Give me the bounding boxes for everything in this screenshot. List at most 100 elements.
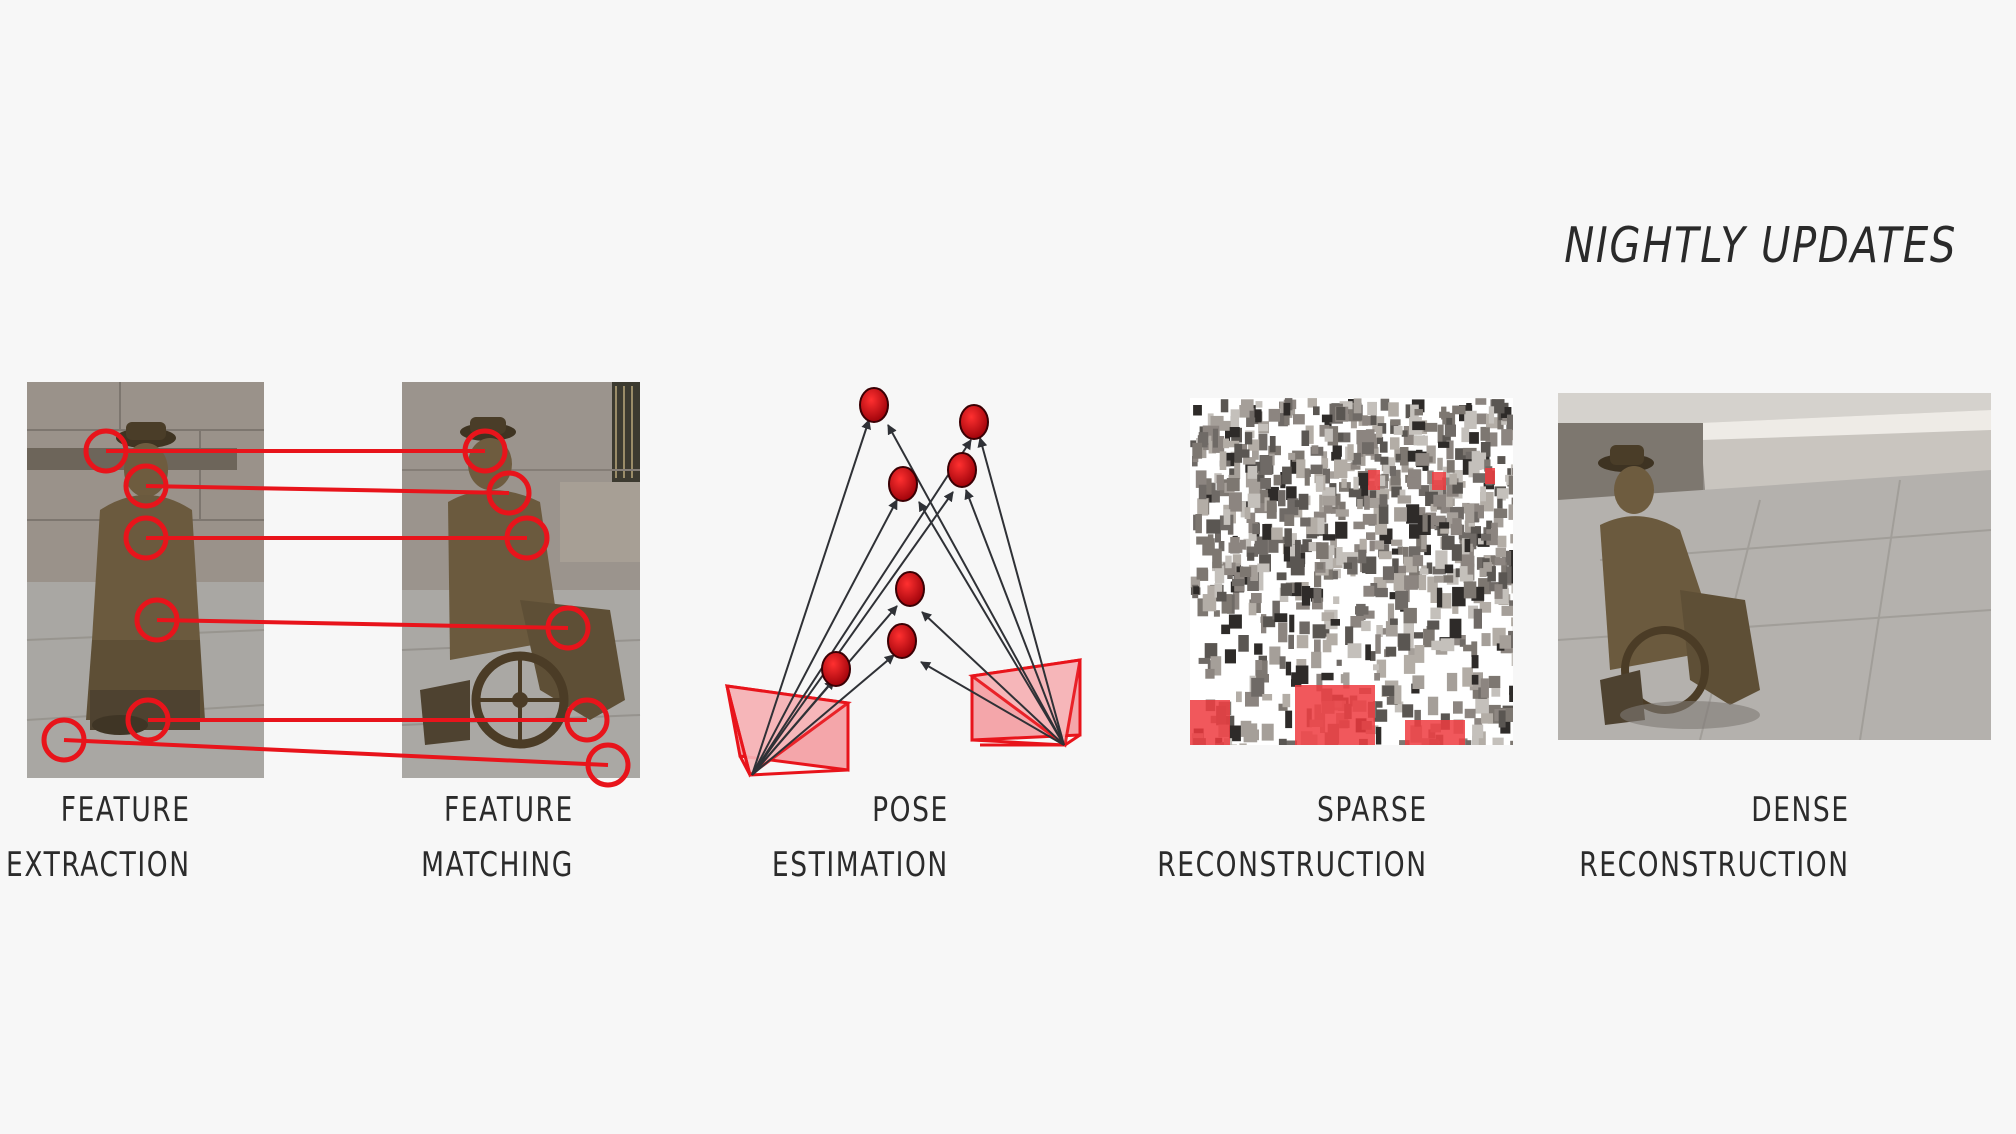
sparse-point xyxy=(1195,514,1202,534)
sparse-point xyxy=(1483,562,1492,572)
sparse-point xyxy=(1305,425,1314,444)
label-feature-matching: FEATURE MATCHING xyxy=(421,783,574,893)
sparse-point xyxy=(1310,464,1323,474)
sparse-point xyxy=(1292,450,1305,462)
sparse-point xyxy=(1397,546,1403,555)
sparse-point xyxy=(1476,413,1488,425)
sparse-point xyxy=(1322,495,1336,506)
camera-left xyxy=(724,684,852,778)
sparse-point xyxy=(1359,538,1367,554)
sparse-point xyxy=(1416,435,1428,446)
sparse-point xyxy=(1373,701,1383,708)
sparse-point xyxy=(1329,558,1343,568)
sparse-point xyxy=(1421,532,1427,550)
sparse-point xyxy=(1252,444,1259,460)
sparse-point xyxy=(1202,425,1214,438)
sparse-point xyxy=(1210,415,1224,426)
keypoint-markers xyxy=(41,428,631,788)
sparse-point xyxy=(1459,639,1466,647)
sparse-point xyxy=(1260,674,1269,683)
sparse-point xyxy=(1250,565,1259,581)
sparse-point xyxy=(1377,437,1384,444)
keypoint-circle xyxy=(545,605,591,651)
sparse-point xyxy=(1202,478,1212,495)
sparse-point xyxy=(1356,430,1367,445)
sparse-point xyxy=(1284,415,1290,426)
3d-point xyxy=(859,387,889,423)
sparse-point xyxy=(1465,503,1475,523)
sparse-point xyxy=(1345,626,1354,645)
sparse-point xyxy=(1380,398,1390,411)
stage-label-line: EXTRACTION xyxy=(6,845,191,885)
sparse-point xyxy=(1510,534,1513,544)
sparse-point xyxy=(1394,507,1407,522)
sparse-point xyxy=(1323,468,1330,484)
sparse-point xyxy=(1229,725,1241,742)
sparse-point xyxy=(1314,639,1321,658)
sparse-point xyxy=(1446,672,1458,692)
keypoint-circle xyxy=(125,697,171,743)
sparse-point xyxy=(1283,402,1291,416)
sparse-point xyxy=(1389,466,1396,476)
sparse-point xyxy=(1268,408,1280,422)
sparse-point xyxy=(1497,456,1506,464)
sparse-point xyxy=(1322,639,1332,653)
sparse-point xyxy=(1451,544,1462,561)
sparse-point xyxy=(1374,454,1382,462)
sparse-point xyxy=(1326,545,1335,556)
sparse-point xyxy=(1305,587,1319,599)
sparse-point xyxy=(1472,724,1484,739)
sparse-point xyxy=(1321,612,1335,622)
sparse-point xyxy=(1365,644,1371,661)
sparse-point xyxy=(1427,470,1434,485)
sparse-point xyxy=(1247,465,1258,479)
sparse-point xyxy=(1324,428,1333,442)
stage-label-line: ESTIMATION xyxy=(772,845,949,885)
sparse-point xyxy=(1363,585,1375,597)
sparse-point xyxy=(1378,551,1392,560)
nightly-updates-heading: NIGHTLY UPDATES xyxy=(1564,217,1957,274)
sparse-point xyxy=(1352,452,1361,465)
sparse-point xyxy=(1307,398,1317,408)
sparse-point xyxy=(1465,451,1474,462)
keypoint-circle xyxy=(486,470,532,516)
sparse-point xyxy=(1214,583,1223,598)
sparse-point xyxy=(1353,476,1359,490)
sparse-point xyxy=(1311,445,1319,454)
sparse-point xyxy=(1414,709,1421,727)
sparse-point xyxy=(1407,450,1418,462)
sparse-point xyxy=(1254,643,1263,655)
stage-label-line: RECONSTRUCTION xyxy=(1579,845,1850,885)
sparse-point xyxy=(1471,451,1478,463)
sparse-point xyxy=(1247,493,1261,508)
sparse-point xyxy=(1398,633,1411,651)
sparse-point-cloud xyxy=(1190,398,1513,745)
sparse-point xyxy=(1350,616,1364,628)
sparse-point xyxy=(1279,508,1289,522)
sparse-point xyxy=(1412,675,1425,689)
sparse-point xyxy=(1282,693,1291,708)
sparse-point xyxy=(1369,490,1378,502)
sparse-point xyxy=(1336,407,1346,421)
sparse-point xyxy=(1198,657,1211,664)
sparse-point xyxy=(1258,433,1268,451)
sparse-point xyxy=(1404,575,1418,590)
sparse-point xyxy=(1326,633,1338,646)
sparse-point xyxy=(1280,583,1292,596)
sparse-point xyxy=(1227,514,1234,535)
sparse-point xyxy=(1345,462,1355,472)
sparse-point xyxy=(1426,445,1436,464)
stage-label-line: MATCHING xyxy=(421,845,574,885)
sparse-point xyxy=(1512,622,1513,633)
sparse-point xyxy=(1394,685,1402,705)
sparse-point xyxy=(1252,523,1260,535)
sparse-point xyxy=(1427,696,1439,716)
sparse-point xyxy=(1244,507,1251,519)
sparse-point xyxy=(1488,675,1501,688)
label-feature-extraction: FEATURE EXTRACTION xyxy=(6,783,191,893)
sparse-point xyxy=(1355,606,1369,615)
sparse-point xyxy=(1336,547,1343,566)
sparse-point xyxy=(1198,744,1206,745)
sparse-point xyxy=(1391,486,1402,498)
